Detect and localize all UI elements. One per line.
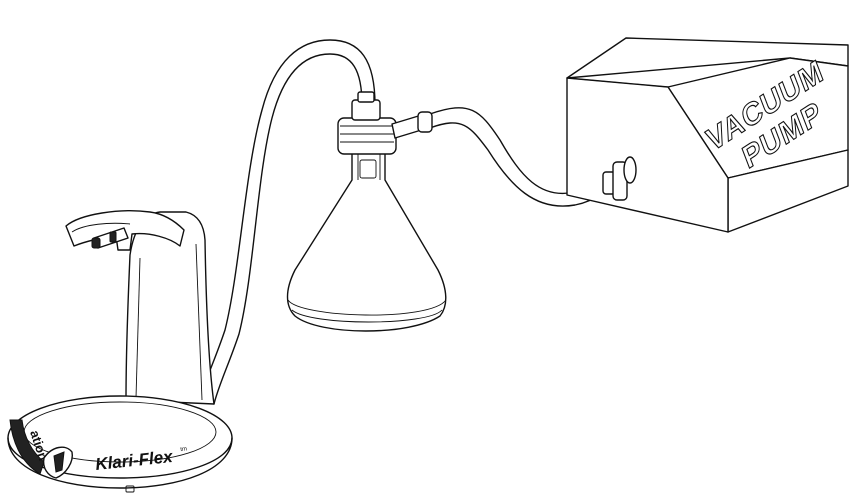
vacuum-pump: VACUUM PUMP xyxy=(566,37,849,233)
pump-hose-connector xyxy=(602,156,637,201)
filter-stand: ation Klari-Flex tm xyxy=(7,210,233,493)
tube-stand-to-flask xyxy=(199,39,376,405)
filter-flask xyxy=(286,91,447,332)
stand-brand-mark: tm xyxy=(180,446,187,453)
